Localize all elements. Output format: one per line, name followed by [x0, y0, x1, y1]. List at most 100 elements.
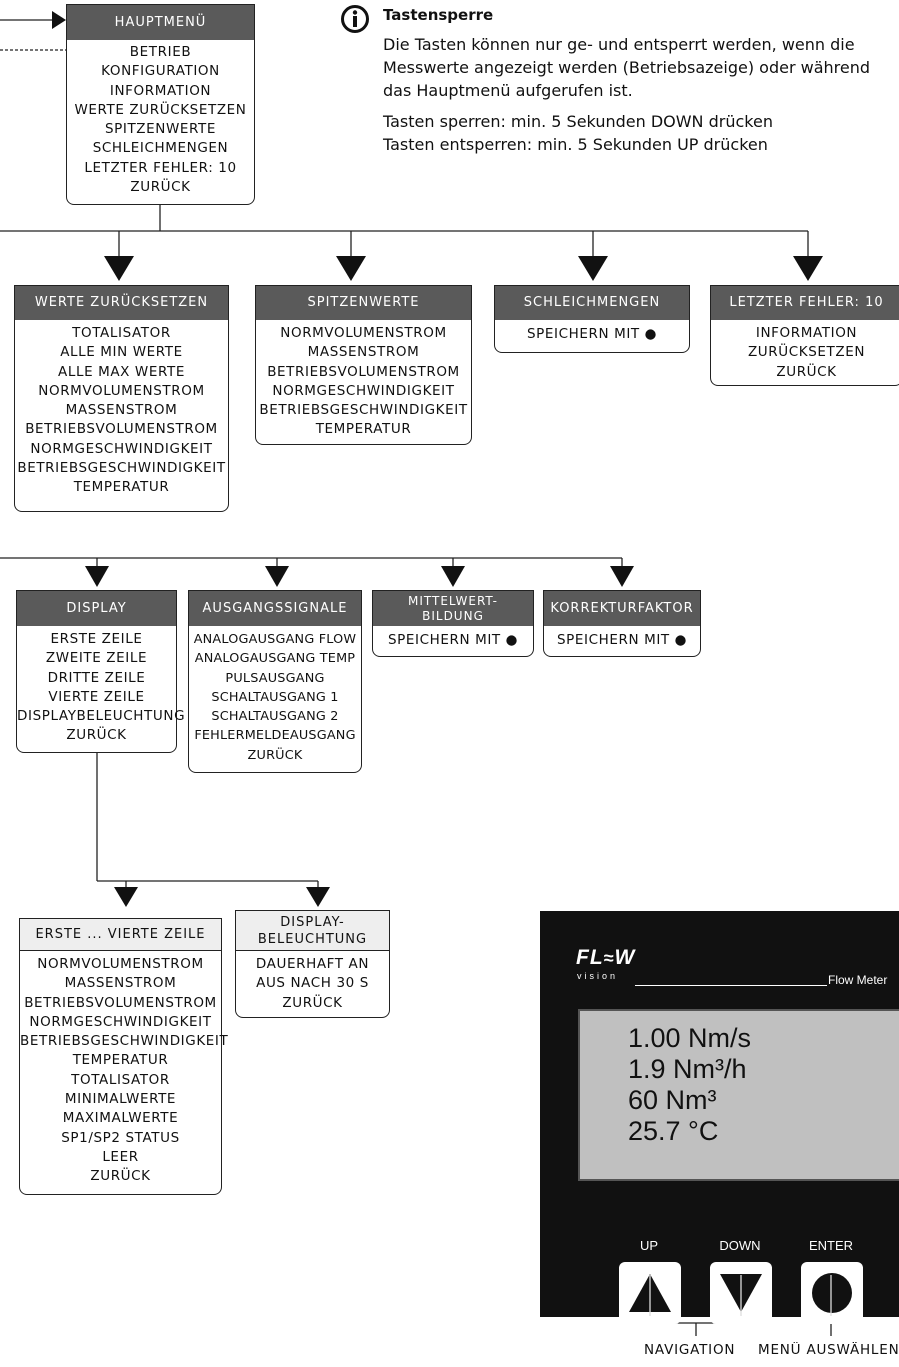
menu-item[interactable]: SCHLEICHMENGEN [92, 140, 229, 157]
menu-title-schleich: SCHLEICHMENGEN [495, 286, 689, 320]
menu-item[interactable]: BETRIEB [129, 44, 192, 60]
menu-title-korrektur: KORREKTURFAKTOR [544, 591, 700, 626]
menu-item[interactable]: ZWEITE ZEILE [45, 650, 148, 667]
menu-box-hauptmenue: HAUPTMENÜ BETRIEB KONFIGURATION INFORMAT… [66, 4, 255, 205]
menu-title-spitzen: SPITZENWERTE [256, 286, 471, 320]
menu-item[interactable]: MASSENSTROM [65, 402, 178, 419]
menu-item[interactable]: KONFIGURATION [101, 63, 220, 80]
menu-item[interactable]: SPEICHERN MIT ● [526, 326, 658, 342]
menu-item[interactable]: NORMGESCHWINDIGKEIT [29, 1013, 212, 1030]
circle-icon [812, 1273, 852, 1313]
menu-item[interactable]: SPEICHERN MIT ● [556, 632, 688, 648]
up-button[interactable] [619, 1262, 681, 1324]
navigation-label: NAVIGATION [644, 1342, 736, 1358]
menu-item[interactable]: NORMVOLUMENSTROM [37, 956, 204, 972]
menu-item[interactable]: TEMPERATUR [315, 421, 412, 438]
menu-item[interactable]: AUS NACH 30 S [256, 975, 369, 992]
menu-item[interactable]: SP1/SP2 STATUS [61, 1129, 180, 1146]
menu-item[interactable]: TEMPERATUR [73, 479, 170, 496]
menu-items-mittel: SPEICHERN MIT ● [373, 626, 533, 650]
menu-item[interactable]: NORMGESCHWINDIGKEIT [272, 382, 455, 399]
menu-items-schleich: SPEICHERN MIT ● [495, 320, 689, 344]
menu-title-line: BELEUCHTUNG [257, 931, 368, 947]
menu-box-erste-vierte-zeile: ERSTE ... VIERTE ZEILE NORMVOLUMENSTROM … [19, 918, 229, 1195]
menu-item[interactable]: FEHLERMELDEAUSGANG [194, 728, 356, 744]
menu-item[interactable]: VIERTE ZEILE [48, 688, 145, 705]
menu-item[interactable]: WERTE ZURÜCKSETZEN [74, 101, 247, 118]
menu-item[interactable]: INFORMATION [109, 82, 212, 99]
menu-items-display: ERSTE ZEILE ZWEITE ZEILE DRITTE ZEILE VI… [17, 626, 186, 746]
menu-item[interactable]: ANALOGAUSGANG TEMP [194, 651, 356, 667]
product-name: Flow Meter [828, 973, 888, 987]
menu-title-fehler: LETZTER FEHLER: 10 [711, 286, 899, 320]
lcd-screen: 1.00 Nm/s 1.9 Nm³/h 60 Nm³ 25.7 °C [578, 1009, 899, 1181]
menu-item[interactable]: BETRIEBSGESCHWINDIGKEIT [20, 1033, 229, 1050]
label-down: DOWN [719, 1238, 761, 1253]
menu-box-ausgangssignale: AUSGANGSSIGNALE ANALOGAUSGANG FLOW ANALO… [188, 590, 362, 773]
logo-text: FL [576, 946, 604, 969]
device-logo: FL≈W [576, 946, 635, 970]
lcd-line: 1.9 Nm³/h [628, 1054, 747, 1084]
menu-item[interactable]: MASSENSTROM [307, 344, 420, 361]
menu-item[interactable]: ZURÜCK [282, 994, 343, 1011]
menu-item[interactable]: ALLE MAX WERTE [58, 363, 185, 380]
menu-item[interactable]: DISPLAYBELEUCHTUNG [17, 708, 186, 725]
menu-item[interactable]: BETRIEBSVOLUMENSTROM [25, 421, 218, 438]
menu-item[interactable]: NORMVOLUMENSTROM [38, 382, 205, 399]
info-title: Tastensperre [383, 6, 494, 24]
menu-item[interactable]: ZURÜCK [247, 747, 303, 763]
menu-item[interactable]: ZURÜCK [90, 1168, 151, 1185]
menu-items-ausgang: ANALOGAUSGANG FLOW ANALOGAUSGANG TEMP PU… [189, 626, 361, 765]
menu-item[interactable]: TOTALISATOR [71, 1071, 170, 1088]
menu-box-schleichmengen: SCHLEICHMENGEN SPEICHERN MIT ● [494, 285, 690, 353]
menu-item[interactable]: DRITTE ZEILE [47, 669, 146, 686]
menu-item[interactable]: ZURÜCK [776, 363, 837, 380]
menu-item[interactable]: BETRIEBSVOLUMENSTROM [24, 994, 217, 1011]
down-button[interactable] [710, 1262, 772, 1324]
menu-item[interactable]: SPEICHERN MIT ● [387, 632, 519, 648]
menu-item[interactable]: TOTALISATOR [72, 325, 171, 341]
menu-item[interactable]: MAXIMALWERTE [62, 1110, 179, 1127]
menu-item[interactable]: ZURÜCKSETZEN [747, 344, 866, 361]
menu-item[interactable]: ERSTE ZEILE [50, 631, 143, 647]
menu-box-werte-zuruecksetzen: WERTE ZURÜCKSETZEN TOTALISATOR ALLE MIN … [14, 285, 229, 512]
menu-item[interactable]: BETRIEBSVOLUMENSTROM [267, 363, 460, 380]
menu-items-korrektur: SPEICHERN MIT ● [544, 626, 700, 650]
menu-item[interactable]: ZURÜCK [66, 727, 127, 744]
menu-item[interactable]: ANALOGAUSGANG FLOW [193, 632, 357, 647]
menu-item[interactable]: SCHALTAUSGANG 2 [211, 709, 339, 725]
menu-title-line: BILDUNG [422, 608, 484, 623]
enter-button[interactable] [801, 1262, 863, 1324]
menu-item[interactable]: BETRIEBSGESCHWINDIGKEIT [259, 402, 468, 419]
menu-title-werte: WERTE ZURÜCKSETZEN [15, 286, 228, 320]
logo-underline [635, 985, 827, 986]
menu-item[interactable]: TEMPERATUR [72, 1052, 169, 1069]
menu-item[interactable]: LETZTER FEHLER: 10 [84, 159, 237, 176]
menu-item[interactable]: INFORMATION [755, 325, 858, 341]
menu-item[interactable]: NORMGESCHWINDIGKEIT [30, 440, 213, 457]
menu-item[interactable]: PULSAUSGANG [225, 670, 325, 686]
menu-item[interactable]: SPITZENWERTE [104, 121, 217, 138]
info-lock: Tasten sperren: min. 5 Sekunden DOWN drü… [383, 112, 773, 131]
triangle-down-icon [720, 1274, 762, 1312]
menu-item[interactable]: ALLE MIN WERTE [60, 344, 183, 361]
menu-box-korrekturfaktor: KORREKTURFAKTOR SPEICHERN MIT ● [543, 590, 701, 657]
info-panel: Tastensperre Die Tasten können nur ge- u… [383, 4, 893, 156]
menu-item[interactable]: MINIMALWERTE [64, 1091, 177, 1108]
menu-title-mittel: MITTELWERT- BILDUNG [373, 591, 533, 626]
menu-item[interactable]: ZURÜCK [130, 179, 191, 196]
menu-title-ausgang: AUSGANGSSIGNALE [189, 591, 361, 626]
menu-item[interactable]: NORMVOLUMENSTROM [280, 325, 447, 341]
lcd-line: 1.00 Nm/s [628, 1023, 752, 1053]
menu-box-letzter-fehler: LETZTER FEHLER: 10 INFORMATION ZURÜCKSET… [710, 285, 899, 386]
menu-item[interactable]: SCHALTAUSGANG 1 [211, 689, 339, 705]
flow-meter-device: FL≈W vision Flow Meter 1.00 Nm/s 1.9 Nm³… [540, 911, 899, 1324]
menu-item[interactable]: DAUERHAFT AN [255, 956, 370, 972]
menu-items-beleuchtung: DAUERHAFT AN AUS NACH 30 S ZURÜCK [236, 951, 389, 1013]
menu-items-zeile: NORMVOLUMENSTROM MASSENSTROM BETRIEBSVOL… [20, 951, 229, 1187]
menu-title-line: MITTELWERT- [408, 593, 498, 608]
menu-item[interactable]: LEER [102, 1148, 139, 1165]
menu-items-fehler: INFORMATION ZURÜCKSETZEN ZURÜCK [711, 320, 899, 382]
menu-item[interactable]: BETRIEBSGESCHWINDIGKEIT [17, 460, 226, 477]
menu-item[interactable]: MASSENSTROM [64, 975, 177, 992]
